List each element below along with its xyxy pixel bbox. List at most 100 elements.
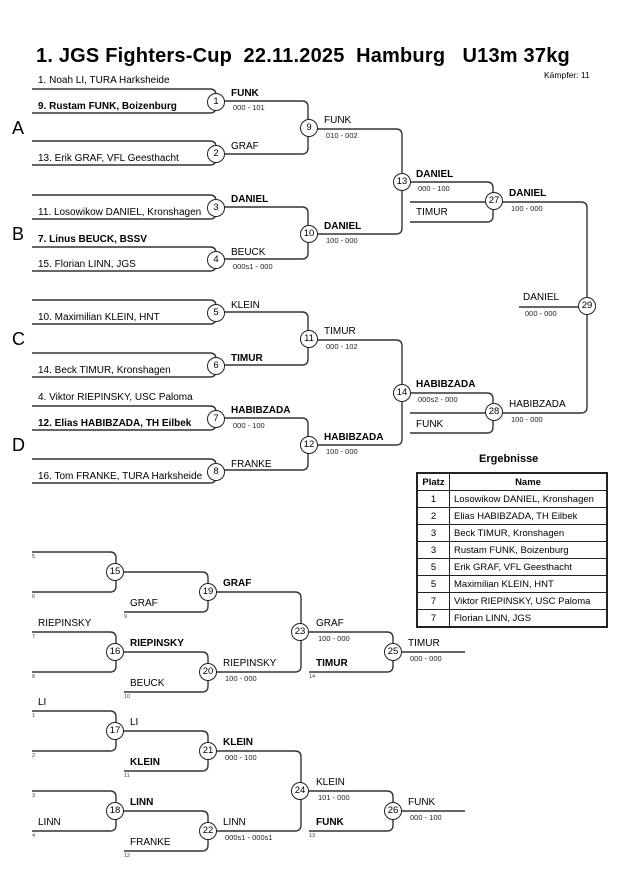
winner-label: FUNK — [408, 797, 436, 808]
winner-label: KLEIN — [231, 300, 260, 311]
entry-name: 1. Noah LI, TURA Harksheide — [38, 75, 170, 86]
name: Viktor RIEPINSKY, USC Paloma — [449, 592, 608, 610]
results-title: Ergebnisse — [479, 453, 539, 465]
match-number: 25 — [384, 643, 402, 661]
winner-label: DANIEL — [523, 292, 560, 303]
match-number: 11 — [300, 330, 318, 348]
match-number: 28 — [485, 403, 503, 421]
slot-number: 8 — [32, 674, 36, 680]
match-score: 010 - 002 — [326, 131, 358, 140]
match-score: 000s1 - 000 — [233, 262, 273, 271]
slot-number: 11 — [124, 773, 130, 779]
winner-label: RIEPINSKY — [38, 618, 92, 629]
entry-name: 10. Maximilian KLEIN, HNT — [38, 312, 160, 323]
match-number: 9 — [300, 119, 318, 137]
match-score: 100 - 000 — [318, 634, 350, 643]
match-number: 16 — [106, 643, 124, 661]
winner-label: KLEIN — [130, 757, 160, 768]
match-number: 22 — [199, 822, 217, 840]
match-score: 000s1 - 000s1 — [225, 833, 273, 842]
winner-label: TIMUR — [231, 353, 263, 364]
name: Maximilian KLEIN, HNT — [449, 575, 608, 593]
match-score: 000 - 100 — [418, 184, 450, 193]
name: Elias HABIBZADA, TH Eilbek — [449, 507, 608, 525]
page-title: 1. JGS Fighters-Cup 22.11.2025 Hamburg U… — [36, 45, 570, 67]
winner-label: LINN — [130, 797, 154, 808]
winner-label: TIMUR — [408, 638, 440, 649]
winner-label: HABIBZADA — [416, 379, 476, 390]
match-score: 100 - 000 — [326, 236, 358, 245]
winner-label: GRAF — [130, 598, 158, 609]
match-score: 000 - 000 — [525, 309, 557, 318]
bracket-line — [316, 128, 403, 235]
slot-number: 9 — [124, 614, 128, 620]
results-header-name: Name — [449, 472, 608, 491]
winner-label: DANIEL — [324, 221, 362, 232]
pool-label-d: D — [12, 435, 25, 455]
match-score: 000s2 - 000 — [418, 395, 458, 404]
match-number: 2 — [207, 145, 225, 163]
winner-label: FUNK — [231, 88, 259, 99]
entry-name: 13. Erik GRAF, VFL Geesthacht — [38, 153, 179, 164]
slot-number: 12 — [124, 853, 131, 859]
name: Erik GRAF, VFL Geesthacht — [449, 558, 608, 576]
match-number: 15 — [106, 563, 124, 581]
slot-number: 4 — [32, 833, 36, 839]
bracket-line — [410, 202, 494, 223]
name: Losowikow DANIEL, Kronshagen — [449, 490, 608, 508]
winner-label: RIEPINSKY — [223, 658, 277, 669]
place: 1 — [416, 490, 450, 508]
winner-label: GRAF — [316, 618, 344, 629]
match-score: 100 - 000 — [326, 447, 358, 456]
match-number: 13 — [393, 173, 411, 191]
match-number: 29 — [578, 297, 596, 315]
match-number: 14 — [393, 384, 411, 402]
winner-label: HABIBZADA — [231, 405, 291, 416]
match-score: 000 - 100 — [410, 813, 442, 822]
entry-name: 15. Florian LINN, JGS — [38, 259, 136, 270]
bracket-line — [32, 631, 117, 673]
winner-label: BEUCK — [130, 678, 165, 689]
entry-name: 12. Elias HABIBZADA, TH Eilbek — [38, 418, 192, 429]
match-score: 000 - 102 — [326, 342, 358, 351]
slot-number: 2 — [32, 753, 36, 759]
winner-label: DANIEL — [509, 188, 547, 199]
slot-number: 5 — [32, 554, 36, 560]
place: 5 — [416, 575, 450, 593]
match-number: 18 — [106, 802, 124, 820]
match-score: 100 - 000 — [225, 674, 257, 683]
match-score: 101 - 000 — [318, 793, 350, 802]
match-number: 6 — [207, 357, 225, 375]
entry-name: 14. Beck TIMUR, Kronshagen — [38, 365, 171, 376]
bracket-line — [32, 710, 117, 752]
winner-label: TIMUR — [316, 658, 348, 669]
match-number: 3 — [207, 199, 225, 217]
slot-number: 1 — [32, 713, 36, 719]
pool-label-a: A — [12, 118, 25, 138]
pool-label-b: B — [12, 224, 25, 244]
winner-label: GRAF — [223, 578, 252, 589]
winner-label: TIMUR — [416, 207, 448, 218]
winner-label: LINN — [38, 817, 61, 828]
match-score: 000 - 000 — [410, 654, 442, 663]
match-number: 27 — [485, 192, 503, 210]
entry-name: 7. Linus BEUCK, BSSV — [38, 234, 147, 245]
winner-label: KLEIN — [223, 737, 253, 748]
place: 7 — [416, 609, 450, 628]
winner-label: LINN — [223, 817, 246, 828]
match-number: 1 — [207, 93, 225, 111]
fighters-count: Kämpfer: 11 — [544, 70, 590, 80]
winner-label: FUNK — [316, 817, 344, 828]
match-number: 10 — [300, 225, 318, 243]
place: 2 — [416, 507, 450, 525]
match-number: 19 — [199, 583, 217, 601]
match-number: 8 — [207, 463, 225, 481]
slot-number: 3 — [32, 793, 36, 799]
slot-number: 7 — [32, 634, 36, 640]
